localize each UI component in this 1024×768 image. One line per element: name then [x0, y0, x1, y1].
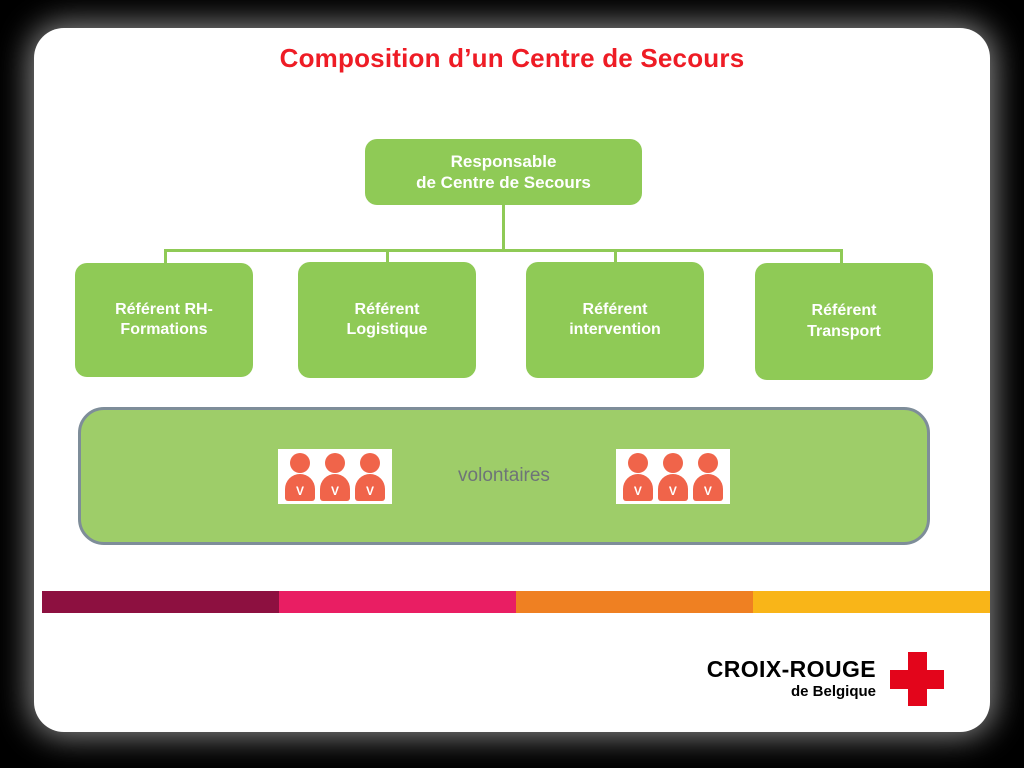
logo-sub-text: de Belgique — [790, 683, 876, 701]
volunteer-initial: V — [320, 473, 351, 501]
connector-drop-3 — [614, 249, 617, 265]
org-node-referent-intervention-line1: Référent — [582, 300, 648, 318]
volunteer-person-icon: V — [691, 452, 725, 501]
volunteer-initial: V — [285, 473, 316, 501]
org-node-referent-logistique-line2: Logistique — [346, 321, 428, 338]
org-node-responsable-line2: de Centre de Secours — [416, 173, 591, 192]
red-cross-vertical — [908, 652, 927, 706]
volunteer-initial: V — [622, 473, 653, 501]
color-bar-segment-1 — [42, 591, 279, 613]
org-node-referent-rh-formations-line1: Référent RH- — [115, 300, 213, 318]
connector-bus — [164, 249, 843, 252]
volunteer-person-icon: V — [318, 452, 352, 501]
connector-drop-2 — [386, 249, 389, 265]
volunteer-person-icon: V — [283, 452, 317, 501]
volunteers-group-left: V V V — [278, 448, 393, 504]
connector-drop-1 — [164, 249, 167, 265]
org-chart: Responsable de Centre de Secours Référen… — [34, 28, 990, 732]
volunteers-panel: V V V volontaires — [78, 407, 930, 545]
volunteers-group-right: V V V — [615, 448, 730, 504]
org-node-responsable[interactable]: Responsable de Centre de Secours — [365, 139, 642, 205]
volunteers-label: volontaires — [458, 465, 550, 486]
logo-text: CROIX-ROUGE de Belgique — [707, 657, 876, 701]
org-node-referent-logistique[interactable]: Référent Logistique — [298, 262, 476, 378]
volunteer-initial: V — [657, 473, 688, 501]
color-bar-segment-2 — [279, 591, 516, 613]
volunteer-head — [360, 452, 381, 473]
org-node-referent-transport-line1: Référent — [811, 302, 877, 320]
volunteer-person-icon: V — [353, 452, 387, 501]
color-bar-segment-4 — [753, 591, 990, 613]
logo-main-text: CROIX-ROUGE — [706, 655, 876, 682]
footer-color-bar — [42, 591, 990, 613]
volunteer-head — [662, 452, 683, 473]
page-title: Composition d’un Centre de Secours — [279, 43, 745, 73]
volunteer-initial: V — [355, 473, 386, 501]
volunteers-content: V V V volontaires — [278, 448, 730, 504]
volunteer-person-icon: V — [621, 452, 655, 501]
volunteer-person-icon: V — [656, 452, 690, 501]
org-node-referent-logistique-line1: Référent — [354, 300, 420, 318]
org-node-responsable-line1: Responsable — [450, 151, 557, 171]
org-node-referent-rh-formations[interactable]: Référent RH- Formations — [75, 263, 253, 377]
connector-drop-4 — [840, 249, 843, 265]
volunteer-head — [697, 452, 718, 473]
red-cross-icon — [890, 652, 944, 706]
volunteer-head — [290, 452, 311, 473]
org-node-referent-rh-formations-line2: Formations — [120, 321, 208, 338]
connector-stem — [502, 205, 505, 251]
volunteer-head — [325, 452, 346, 473]
croix-rouge-logo: CROIX-ROUGE de Belgique — [707, 652, 944, 706]
org-node-referent-transport-line2: Transport — [807, 322, 881, 340]
slide-card: Composition d’un Centre de Secours Respo… — [34, 28, 990, 732]
volunteer-initial: V — [692, 473, 723, 501]
org-node-referent-intervention[interactable]: Référent intervention — [526, 262, 704, 378]
color-bar-segment-3 — [516, 591, 753, 613]
org-node-referent-transport[interactable]: Référent Transport — [755, 263, 933, 380]
org-node-referent-intervention-line2: intervention — [569, 321, 661, 338]
volunteer-head — [627, 452, 648, 473]
